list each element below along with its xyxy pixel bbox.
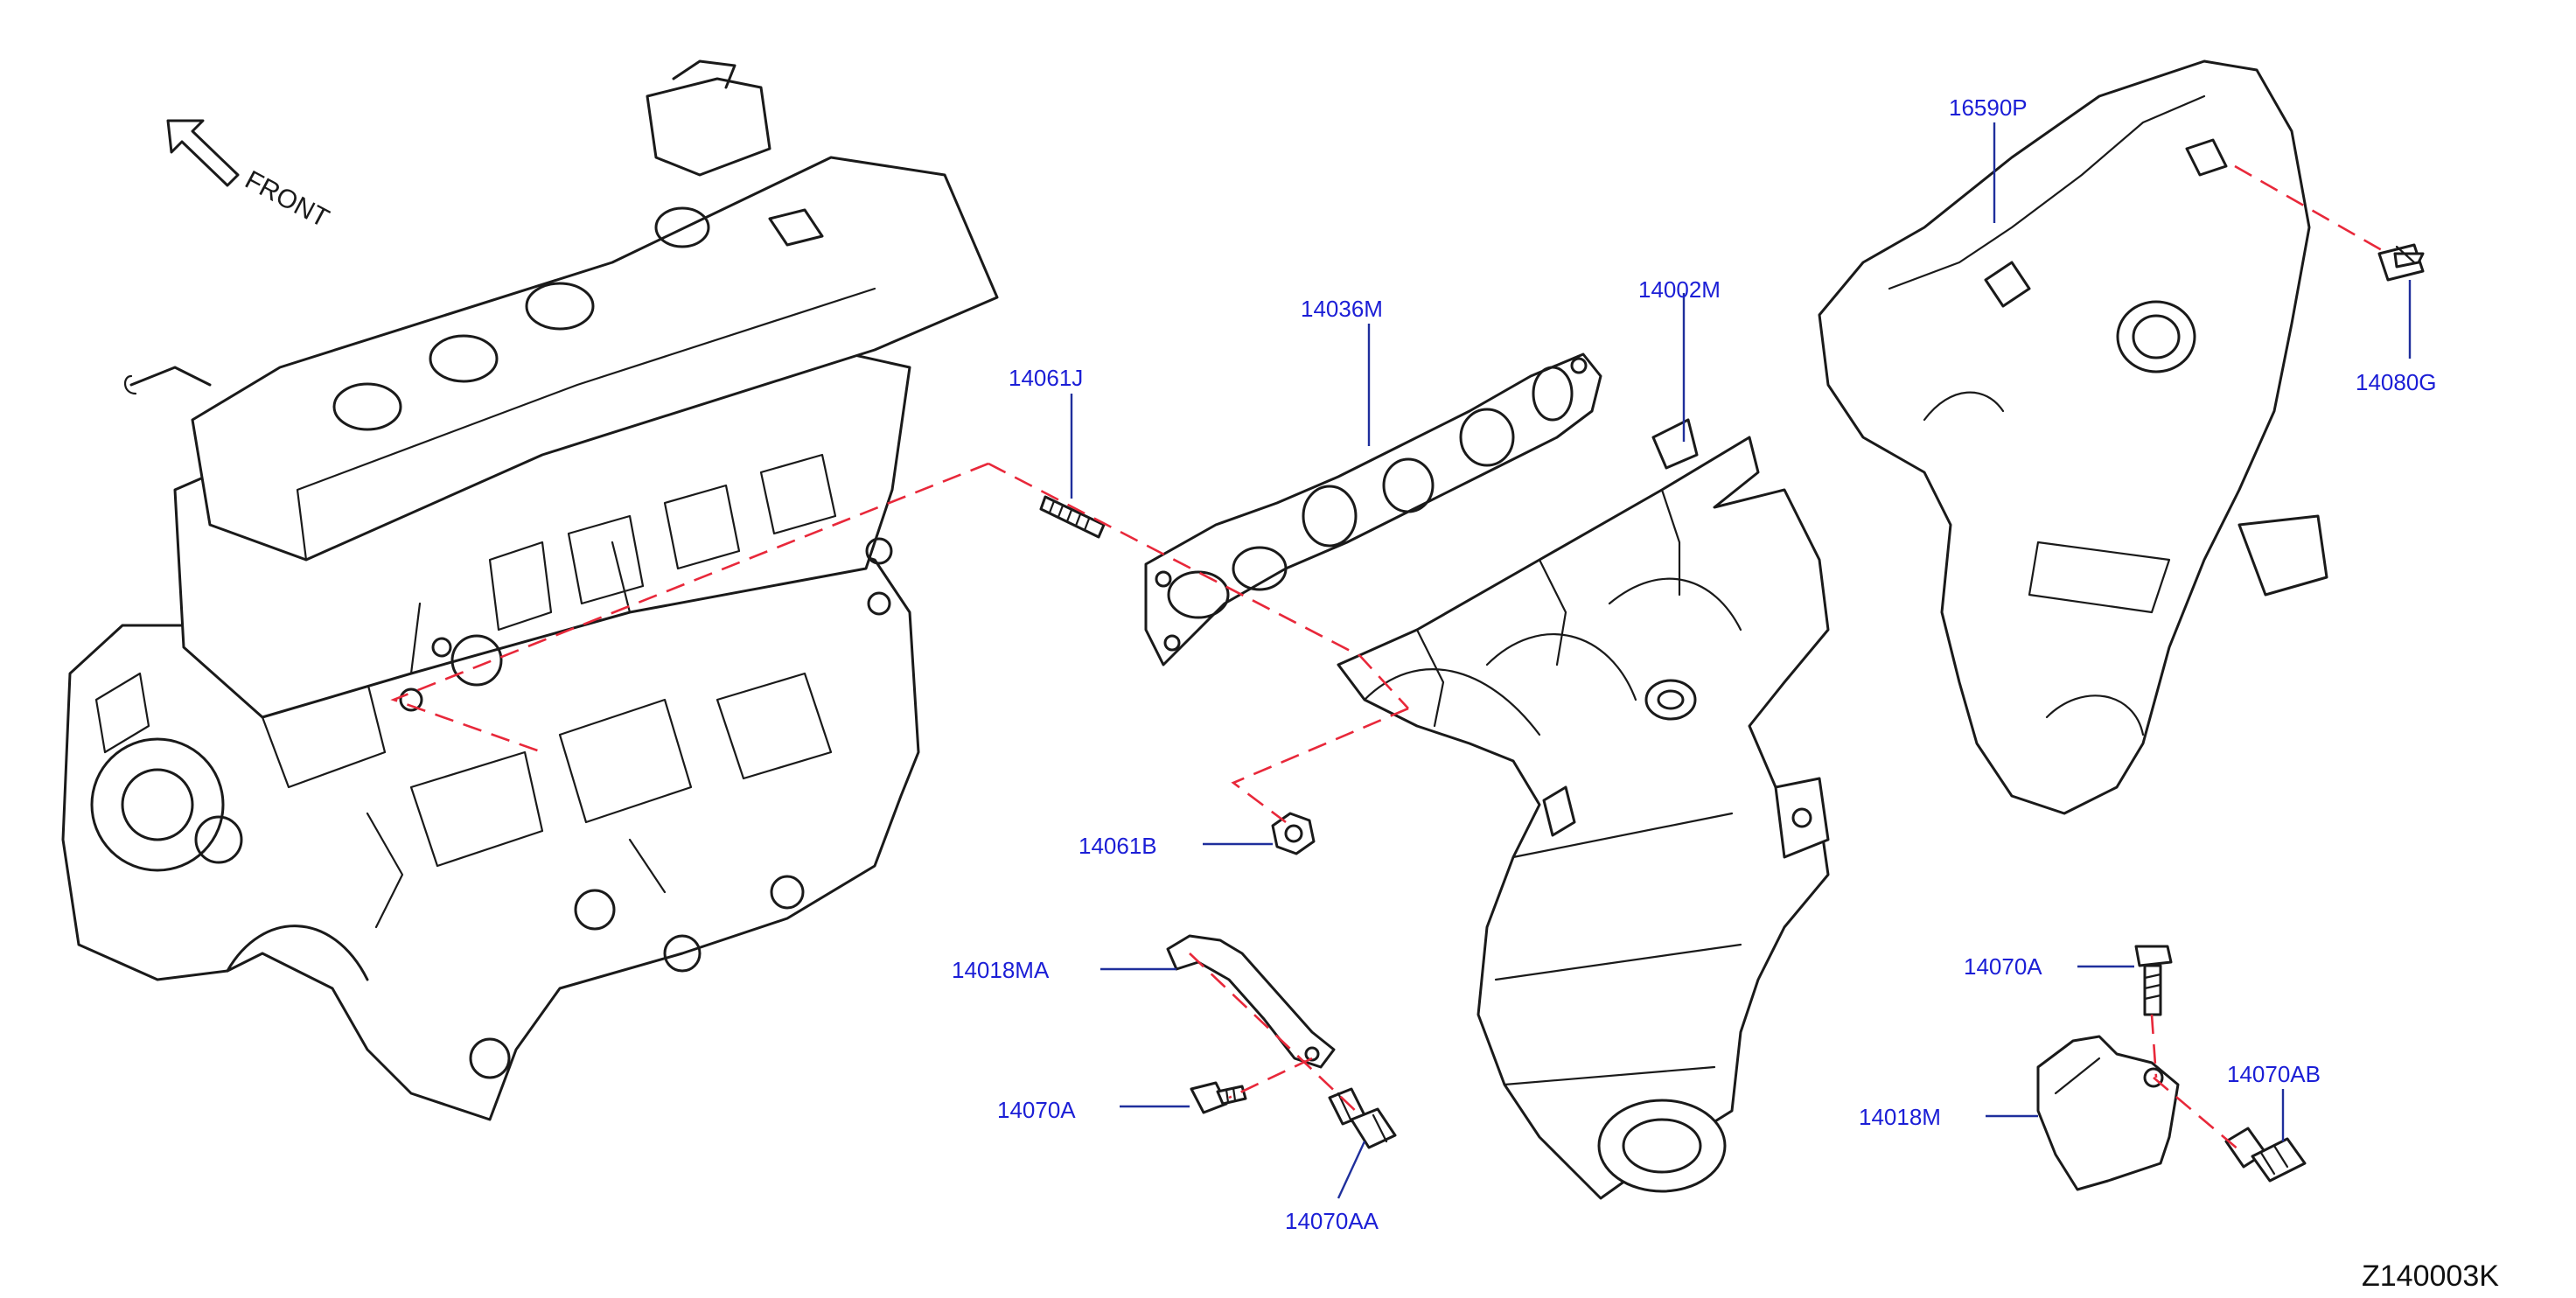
figure-code: Z140003K — [2362, 1260, 2499, 1293]
exhaust-manifold-14002M — [1337, 418, 1830, 1200]
stud-14061J — [1039, 495, 1106, 539]
bolt-14070A-left — [1190, 1081, 1247, 1114]
bolt-14070AA — [1328, 1087, 1397, 1149]
callout-14018M: 14018M — [1859, 1104, 1941, 1130]
callout-14070AB: 14070AB — [2227, 1061, 2321, 1087]
heat-shield-16590P — [1818, 59, 2328, 815]
callout-16590P: 16590P — [1949, 94, 2028, 121]
front-arrow-icon — [166, 119, 240, 187]
callout-14070A-right: 14070A — [1964, 953, 2042, 980]
centerlines — [390, 164, 2389, 1151]
callout-14061J: 14061J — [1009, 365, 1083, 391]
engine-assembly — [61, 59, 999, 1121]
bracket-14018M — [2036, 1035, 2180, 1191]
callout-14036M: 14036M — [1301, 296, 1383, 322]
bolt-14070AB — [2224, 1127, 2307, 1183]
callout-14018MA: 14018MA — [952, 957, 1050, 983]
leader-lines — [1070, 122, 2412, 1199]
gasket-14036M — [1144, 352, 1602, 666]
callout-14070A-left: 14070A — [997, 1097, 1076, 1123]
callout-14002M: 14002M — [1638, 276, 1721, 303]
front-label: FRONT — [241, 165, 334, 234]
callout-14061B: 14061B — [1079, 833, 1157, 859]
bolt-14070A-right — [2134, 945, 2173, 1016]
callout-14080G: 14080G — [2356, 369, 2437, 395]
bolt-14080G — [2377, 243, 2425, 282]
callout-14070AA: 14070AA — [1285, 1208, 1379, 1234]
nut-14061B — [1271, 812, 1316, 855]
